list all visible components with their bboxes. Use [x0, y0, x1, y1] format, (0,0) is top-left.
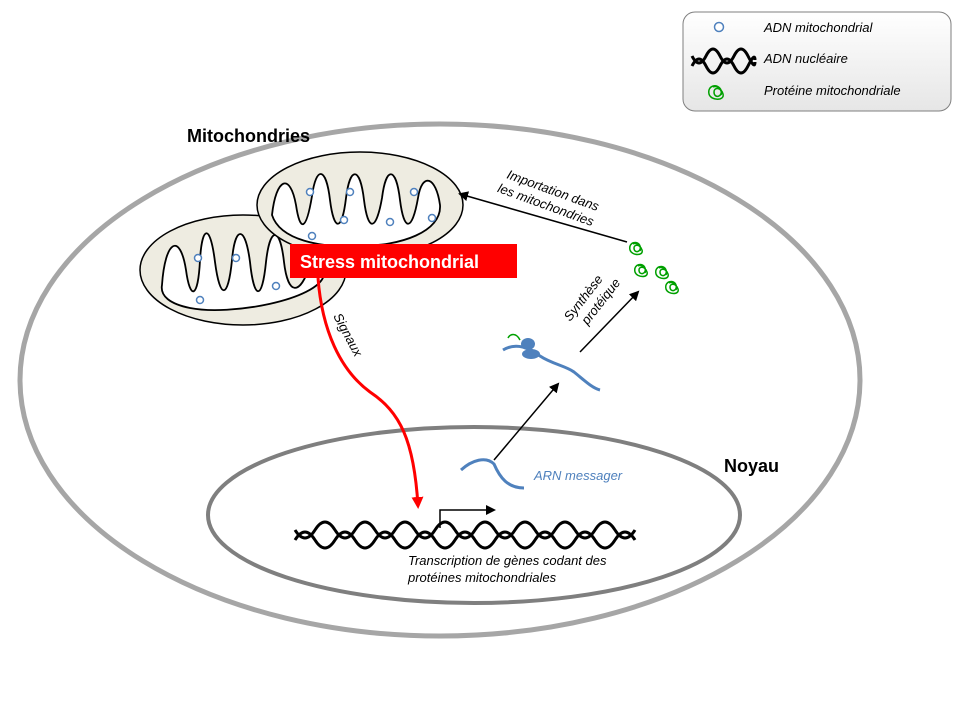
svg-text:Protéine mitochondriale: Protéine mitochondriale	[764, 83, 901, 98]
nascent-peptide	[507, 333, 521, 341]
ribosome-mrna	[502, 333, 601, 392]
protein-icon	[634, 263, 648, 278]
nuclear-dna-icon	[690, 47, 757, 75]
svg-text:ADN mitochondrial: ADN mitochondrial	[763, 20, 873, 35]
legend-item-ndna: ADN nucléaire	[690, 47, 848, 75]
svg-text:ADN nucléaire: ADN nucléaire	[763, 51, 848, 66]
protein-icon	[665, 280, 679, 295]
mtdna-icon	[305, 187, 437, 241]
ribosome-icon	[521, 338, 535, 350]
transcription-start-arrow	[439, 505, 496, 528]
svg-text:Stress mitochondrial: Stress mitochondrial	[300, 252, 479, 272]
nucleus	[206, 425, 742, 605]
legend-item-protein: Protéine mitochondriale	[708, 83, 901, 100]
transcription-label-line1: Transcription de gènes codant des	[408, 553, 607, 568]
export-arrow	[493, 382, 560, 461]
protein-icon	[655, 265, 669, 280]
signal-arrow	[316, 277, 424, 509]
stress-badge: Stress mitochondrial	[290, 244, 517, 278]
mrna-label: ARN messager	[533, 468, 623, 483]
mitochondrion-2	[256, 151, 464, 259]
nuclear-dna	[293, 520, 637, 550]
protein-icon	[629, 241, 643, 256]
legend: ADN mitochondrial ADN nucléaire Protéine…	[682, 11, 952, 112]
mtdna-icon	[193, 253, 281, 305]
protein-cluster	[629, 241, 679, 295]
legend-item-mtdna: ADN mitochondrial	[713, 20, 873, 35]
synthesis-arrow	[579, 290, 640, 353]
import-arrow	[458, 191, 628, 243]
transcription-label-line2: protéines mitochondriales	[407, 570, 557, 585]
mrna-nucleus	[459, 458, 525, 490]
mtdna-icon	[713, 21, 725, 33]
protein-icon	[708, 85, 724, 100]
mitochondria-label: Mitochondries	[187, 126, 310, 146]
nucleus-label: Noyau	[724, 456, 779, 476]
